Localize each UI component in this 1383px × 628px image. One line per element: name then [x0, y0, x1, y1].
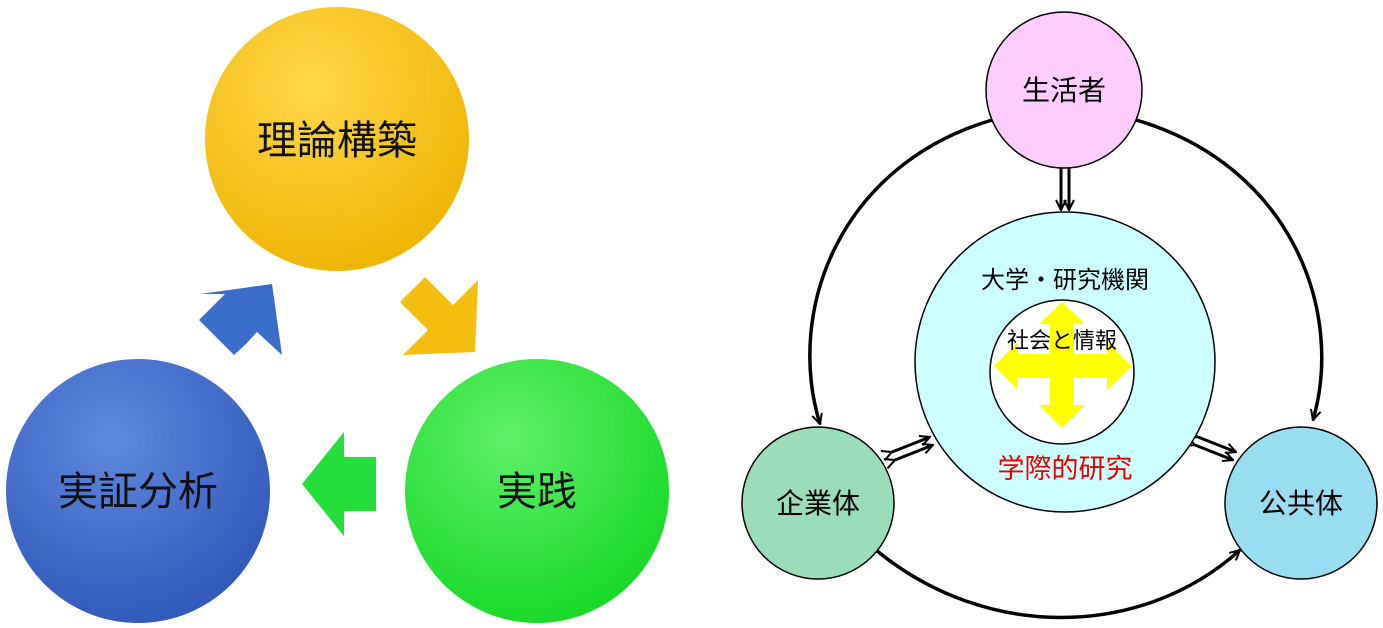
network-diagram: 生活者 企業体 公共体 大学・研究機関 学際的研究 社会と情報	[741, 11, 1378, 620]
empirical-node: 実証分析	[6, 359, 270, 623]
connector-enterprise-public	[876, 550, 1240, 620]
connector-consumer-public	[1136, 120, 1324, 420]
theory-label: 理論構築	[257, 118, 417, 164]
connector-consumer-university	[1061, 170, 1069, 210]
arrow-practice-to-empirical-icon	[302, 432, 376, 536]
public-circle	[1224, 426, 1378, 580]
enterprise-circle	[741, 426, 895, 580]
public-label: 公共体	[1259, 487, 1343, 520]
connector-public-university	[1195, 437, 1236, 460]
public-node: 公共体	[1224, 426, 1378, 580]
connector-enterprise-university	[892, 437, 933, 460]
arrow-empirical-to-theory-icon	[199, 284, 282, 355]
consumer-label: 生活者	[1022, 74, 1106, 107]
consumer-node: 生活者	[985, 11, 1143, 169]
cycle-diagram: 理論構築 実践 実証分析	[6, 7, 669, 623]
practice-label: 実践	[497, 469, 577, 515]
four-way-arrow-icon	[994, 302, 1132, 428]
practice-node: 実践	[405, 359, 669, 623]
empirical-circle	[6, 359, 270, 623]
interdisciplinary-label: 学際的研究	[998, 454, 1133, 485]
arrow-theory-to-practice-icon	[400, 268, 478, 355]
society-info-node: 社会と情報	[989, 299, 1135, 445]
university-node: 大学・研究機関 学際的研究 社会と情報	[914, 211, 1216, 513]
enterprise-label: 企業体	[776, 487, 860, 520]
university-label: 大学・研究機関	[981, 266, 1149, 294]
empirical-label: 実証分析	[58, 469, 218, 515]
consumer-circle	[985, 11, 1143, 169]
practice-circle	[405, 359, 669, 623]
society-info-label: 社会と情報	[1007, 329, 1117, 354]
theory-circle	[205, 7, 469, 271]
connector-consumer-enterprise	[808, 120, 992, 424]
theory-node: 理論構築	[205, 7, 469, 271]
enterprise-node: 企業体	[741, 426, 895, 580]
